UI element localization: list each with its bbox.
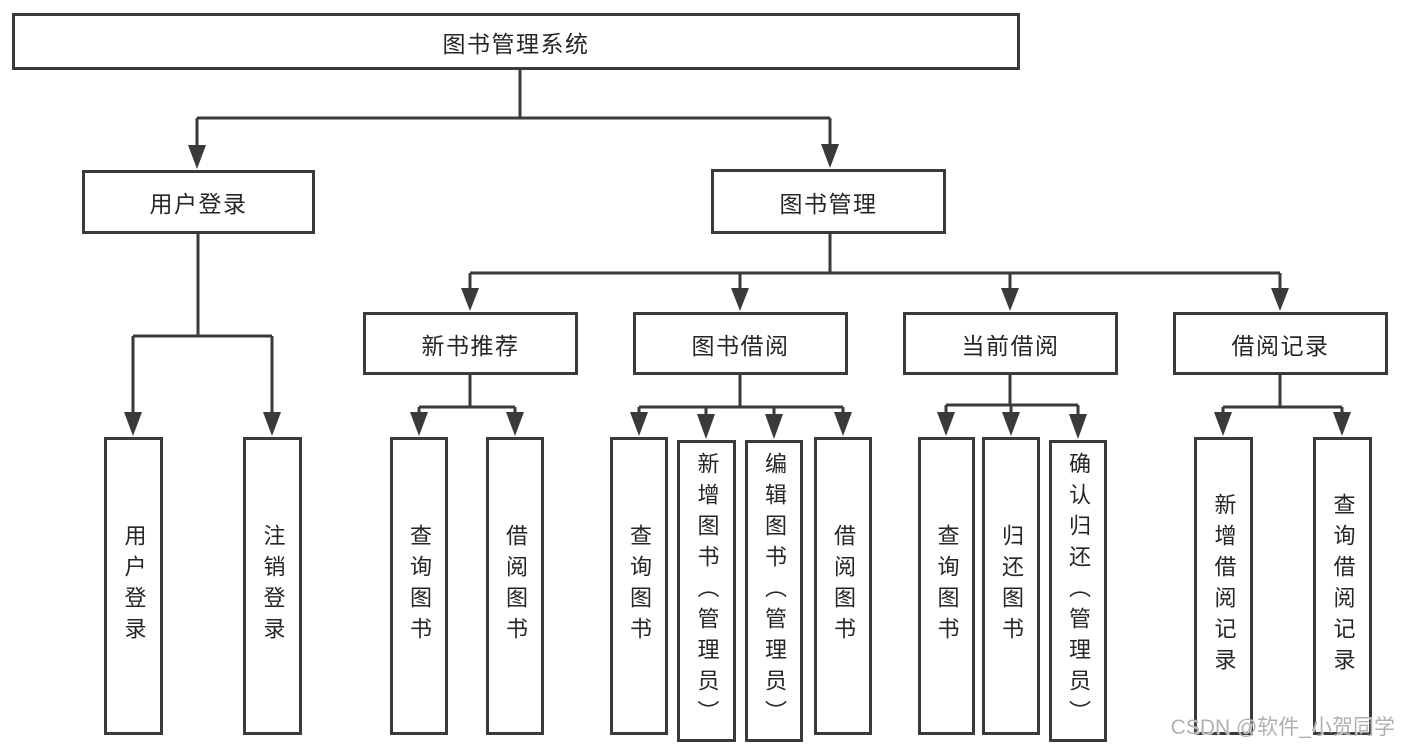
leaf-label: 用户登录 [121,524,147,648]
node-label: 新书推荐 [421,332,520,359]
node-label: 借阅记录 [1231,332,1330,359]
node-borrowing-records: 借阅记录 [1173,312,1388,375]
leaf-query-books-current: 查询图书 [918,437,975,735]
leaf-borrow-books-recommend: 借阅图书 [486,437,544,735]
leaf-borrow-books: 借阅图书 [814,437,872,735]
leaf-label: 编辑图书（管理员） [762,451,787,731]
node-library-system: 图书管理系统 [12,13,1020,70]
node-label: 图书管理 [779,190,878,217]
leaf-query-books-borrowing: 查询图书 [610,437,668,735]
wire-root [188,70,839,169]
leaf-edit-books-admin: 编辑图书（管理员） [745,440,803,742]
leaf-query-borrow-record: 查询借阅记录 [1313,437,1372,735]
leaf-label: 查询借阅记录 [1330,493,1356,679]
leaf-label: 查询图书 [407,524,432,648]
leaf-label: 新增图书（管理员） [694,451,720,731]
leaf-label: 注销登录 [260,524,286,648]
leaf-label: 借阅图书 [503,524,528,648]
leaf-user-login: 用户登录 [104,437,163,735]
wire-book-borrowing [630,375,852,439]
leaf-label: 查询图书 [934,524,960,648]
wire-user-login [124,233,281,436]
leaf-label: 借阅图书 [831,524,856,648]
leaf-return-books: 归还图书 [982,437,1040,735]
node-book-borrowing: 图书借阅 [633,312,848,375]
leaf-label: 归还图书 [999,524,1024,648]
wire-current-borrowing [937,375,1087,439]
node-label: 图书借阅 [691,332,790,359]
leaf-label: 确认归还（管理员） [1066,451,1091,731]
wire-borrowing-records [1214,375,1351,436]
leaf-label: 新增借阅记录 [1211,493,1237,679]
leaf-logout: 注销登录 [243,437,302,735]
node-label: 用户登录 [149,191,248,217]
node-label: 图书管理系统 [442,30,590,57]
leaf-label: 查询图书 [627,524,652,648]
node-label: 当前借阅 [961,332,1060,359]
wire-book-management [461,234,1289,311]
leaf-query-books-recommend: 查询图书 [390,437,448,735]
node-current-borrowing: 当前借阅 [903,312,1118,375]
watermark: CSDN @软件_小贺同学 [1170,716,1395,739]
node-new-book-recommend: 新书推荐 [363,312,578,375]
leaf-add-books-admin: 新增图书（管理员） [677,440,736,742]
node-user-login: 用户登录 [82,170,315,234]
node-book-management: 图书管理 [711,169,946,234]
leaf-add-borrow-record: 新增借阅记录 [1194,437,1253,735]
leaf-confirm-return-admin: 确认归还（管理员） [1049,440,1107,742]
wire-new-book-recommend [410,375,524,436]
